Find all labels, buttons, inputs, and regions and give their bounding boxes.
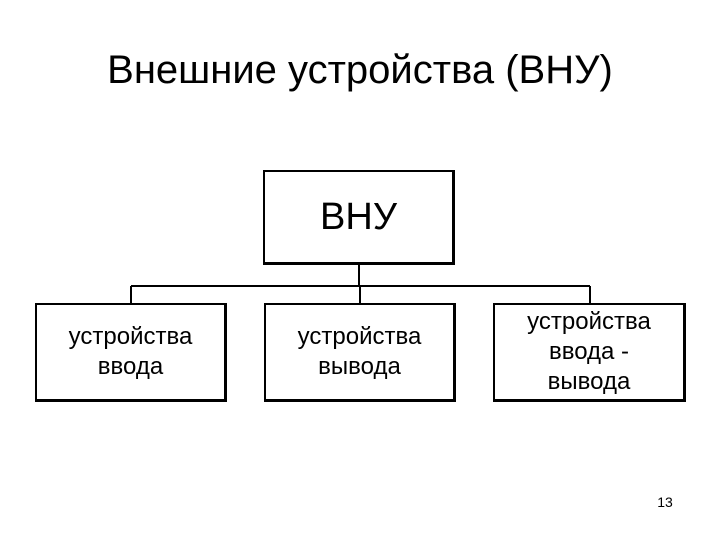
root-node-label: ВНУ	[320, 195, 397, 238]
node-input-devices-label: устройства ввода	[68, 323, 193, 380]
slide-title: Внешние устройства (ВНУ)	[107, 48, 613, 92]
node-output-devices: устройства вывода	[264, 303, 456, 402]
node-input-output-devices-label: устройства ввода - вывода	[527, 308, 651, 395]
node-output-devices-label: устройства вывода	[297, 323, 422, 380]
root-node-vnu: ВНУ	[263, 170, 455, 265]
page-number: 13	[657, 494, 673, 510]
node-input-devices: устройства ввода	[35, 303, 227, 402]
node-input-output-devices: устройства ввода - вывода	[493, 303, 686, 402]
